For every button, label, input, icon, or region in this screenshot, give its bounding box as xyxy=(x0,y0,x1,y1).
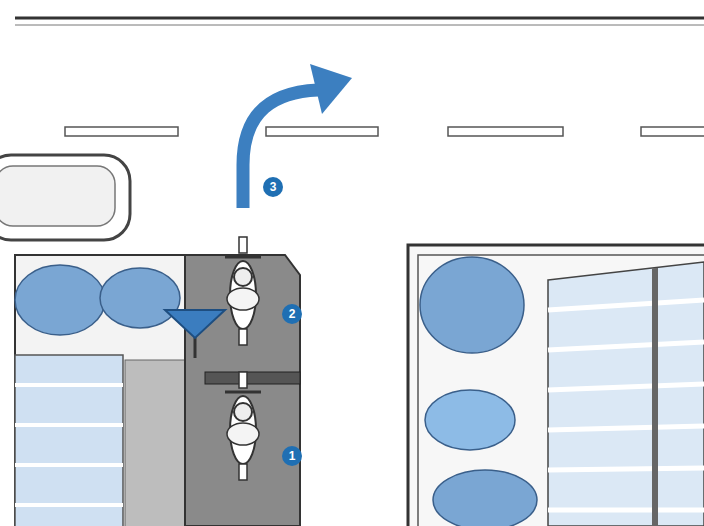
wheel xyxy=(239,237,247,253)
path-arrow xyxy=(243,90,318,208)
wheel xyxy=(239,372,247,388)
roof-stripe xyxy=(15,383,123,387)
stop-line xyxy=(205,372,300,384)
wheel xyxy=(239,329,247,345)
callout-number: 3 xyxy=(263,177,283,197)
car xyxy=(0,155,130,240)
pond xyxy=(425,390,515,450)
roof-stripe xyxy=(548,468,704,470)
yield-sign xyxy=(165,310,225,338)
road-edge xyxy=(15,17,704,20)
motorcycle xyxy=(225,372,261,480)
callout-number: 1 xyxy=(282,446,302,466)
roof-stripe xyxy=(15,463,123,467)
road-edge xyxy=(15,25,704,26)
roof-stripe xyxy=(548,300,704,310)
roof-stripe xyxy=(15,423,123,427)
rider xyxy=(227,423,259,445)
roof-ridge xyxy=(652,268,658,526)
lane-dash xyxy=(641,127,704,136)
car-roof xyxy=(0,166,115,226)
driveway xyxy=(185,255,300,526)
left-lot xyxy=(15,255,185,526)
wheel xyxy=(239,464,247,480)
motorcycle xyxy=(225,237,261,345)
handlebar xyxy=(225,391,261,394)
lane-dash xyxy=(65,127,178,136)
shrub xyxy=(100,268,180,328)
shrub xyxy=(433,470,537,526)
right-lot xyxy=(408,245,704,526)
ground xyxy=(125,360,185,526)
rider-helmet xyxy=(234,268,252,286)
right-building xyxy=(548,262,704,526)
roof-stripe xyxy=(548,342,704,350)
roof-stripe xyxy=(548,426,704,430)
shrub xyxy=(15,265,105,335)
rider xyxy=(227,288,259,310)
right-lot-border xyxy=(418,255,704,526)
shrub xyxy=(420,257,524,353)
roof-stripe xyxy=(15,503,123,507)
lane-dash xyxy=(448,127,563,136)
roof-stripe xyxy=(548,384,704,390)
rider-helmet xyxy=(234,403,252,421)
roof-stripe xyxy=(548,508,704,513)
left-building xyxy=(15,355,123,526)
lane-dash xyxy=(266,127,378,136)
callout-number: 2 xyxy=(282,304,302,324)
arrow-head xyxy=(310,64,352,114)
handlebar xyxy=(225,256,261,259)
